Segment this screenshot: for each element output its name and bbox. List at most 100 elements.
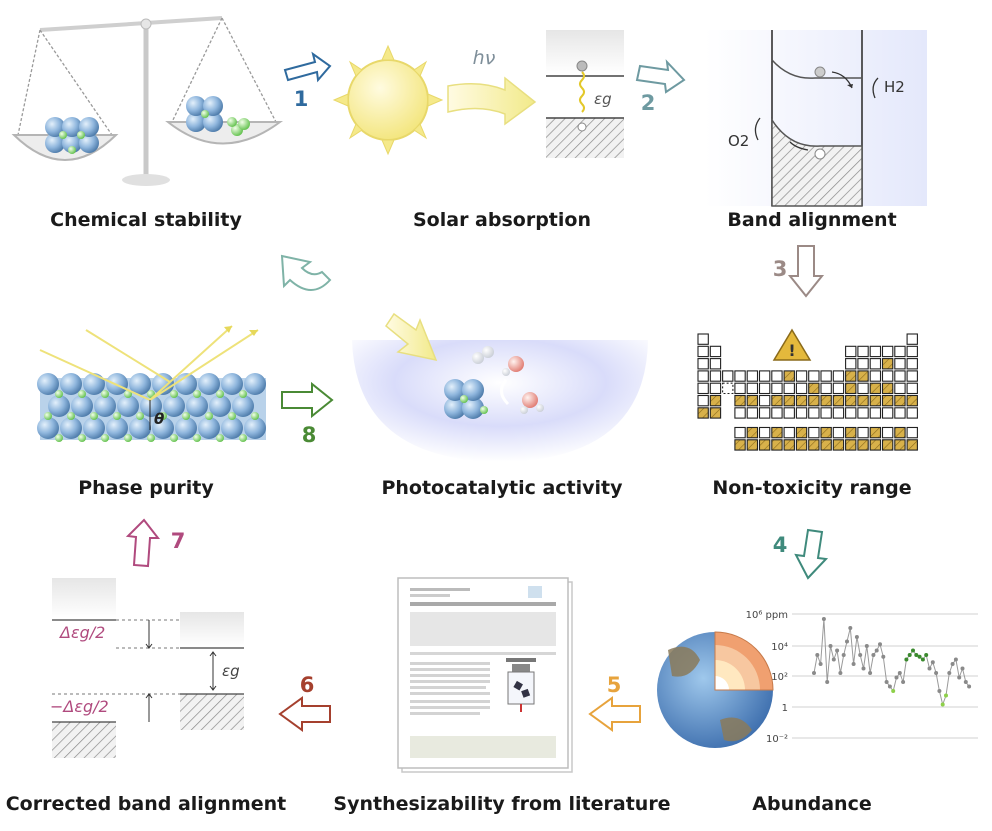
balance-scale-illustration bbox=[11, 16, 284, 186]
abundance-point bbox=[914, 653, 919, 657]
lattice-atom bbox=[163, 395, 185, 417]
element-cell bbox=[808, 426, 820, 439]
element-cell bbox=[734, 382, 746, 395]
abundance-point bbox=[920, 657, 925, 662]
element-cell bbox=[808, 407, 820, 419]
element-cell bbox=[758, 370, 771, 382]
element-cell bbox=[894, 382, 906, 395]
step3-number: 3 bbox=[773, 257, 788, 281]
element-cell bbox=[906, 394, 918, 407]
element-cell bbox=[820, 394, 832, 407]
lattice-dopant bbox=[113, 412, 121, 420]
element-cell bbox=[832, 370, 845, 382]
abundance-point bbox=[874, 648, 879, 653]
abundance-point bbox=[828, 644, 833, 648]
lattice-atom bbox=[140, 395, 162, 417]
element-cell bbox=[709, 345, 722, 358]
lattice-dopant bbox=[216, 390, 224, 398]
lattice-atom bbox=[60, 373, 82, 395]
photon-energy-label: hν bbox=[473, 47, 496, 69]
step5-number: 5 bbox=[607, 673, 622, 697]
element-cell bbox=[845, 382, 857, 395]
lattice-dopant bbox=[182, 412, 190, 420]
lattice-dopant bbox=[136, 412, 144, 420]
element-cell bbox=[857, 370, 869, 382]
lattice-dopant bbox=[170, 390, 178, 398]
element-cell bbox=[709, 382, 722, 395]
element-cell bbox=[808, 370, 820, 382]
band-gap-illustration: εg bbox=[546, 30, 624, 158]
element-cell bbox=[734, 370, 746, 382]
stage-label-photocatalytic-activity: Photocatalytic activity bbox=[381, 477, 623, 499]
lattice-atom bbox=[221, 373, 243, 395]
element-cell bbox=[697, 382, 709, 395]
element-cell bbox=[845, 358, 857, 370]
abundance-point bbox=[907, 653, 912, 657]
step7-arrow bbox=[125, 518, 161, 568]
abundance-point bbox=[812, 671, 816, 675]
lattice-dopant bbox=[78, 390, 86, 398]
element-cell bbox=[869, 439, 882, 451]
step3-arrow bbox=[787, 245, 825, 298]
abundance-point bbox=[944, 693, 948, 698]
lattice-dopant bbox=[55, 434, 63, 442]
element-cell bbox=[845, 426, 857, 439]
element-cell bbox=[881, 407, 894, 419]
abundance-point bbox=[927, 666, 932, 671]
element-cell bbox=[709, 358, 722, 370]
abundance-point bbox=[854, 635, 859, 639]
step6-arrow bbox=[278, 696, 331, 732]
abundance-point bbox=[917, 654, 922, 659]
element-cell bbox=[758, 439, 771, 451]
element-cell bbox=[857, 382, 869, 395]
element-cell bbox=[832, 426, 845, 439]
element-cell bbox=[894, 345, 906, 358]
abundance-point bbox=[957, 675, 962, 680]
abundance-point bbox=[878, 642, 882, 647]
element-cell bbox=[697, 394, 709, 407]
abundance-point bbox=[953, 657, 958, 662]
step8-arrow bbox=[281, 381, 334, 419]
stage-label-solar-absorption: Solar absorption bbox=[413, 209, 591, 231]
corrected-top-label: Δεg/2 bbox=[58, 623, 105, 642]
abundance-point bbox=[868, 671, 873, 675]
element-cell bbox=[746, 382, 759, 395]
element-cell bbox=[771, 426, 783, 439]
element-cell bbox=[894, 394, 906, 407]
earth-cutaway-globe bbox=[657, 631, 774, 748]
element-cell bbox=[869, 345, 882, 358]
element-cell bbox=[894, 407, 906, 419]
element-cell bbox=[832, 382, 845, 395]
lattice-atom bbox=[37, 373, 59, 395]
element-cell bbox=[857, 439, 869, 451]
element-cell bbox=[857, 394, 869, 407]
element-cell bbox=[758, 407, 771, 419]
lattice-atom bbox=[117, 395, 139, 417]
element-cell bbox=[857, 358, 869, 370]
theta-label: θ bbox=[154, 410, 164, 428]
element-cell bbox=[697, 370, 709, 382]
element-cell bbox=[906, 426, 918, 439]
abundance-point bbox=[884, 680, 889, 684]
lattice-atom bbox=[60, 417, 82, 439]
element-cell bbox=[722, 382, 734, 395]
abundance-point bbox=[861, 666, 866, 671]
element-cell bbox=[906, 407, 918, 419]
axis-tick-label: 10⁴ bbox=[771, 642, 788, 653]
abundance-point bbox=[851, 662, 856, 666]
lattice-atom bbox=[244, 373, 266, 395]
lattice-dopant bbox=[90, 412, 98, 420]
element-cell bbox=[808, 394, 820, 407]
lattice-dopant bbox=[78, 434, 86, 442]
step4-number: 4 bbox=[773, 533, 788, 557]
stage-label-phase-purity: Phase purity bbox=[78, 477, 214, 499]
element-cell bbox=[722, 370, 734, 382]
element-cell bbox=[783, 394, 795, 407]
axis-tick-label: 10⁻² bbox=[766, 734, 788, 745]
element-cell bbox=[906, 358, 918, 370]
abundance-point bbox=[871, 653, 876, 657]
element-cell bbox=[894, 426, 906, 439]
abundance-point bbox=[838, 671, 843, 675]
abundance-point bbox=[881, 654, 886, 659]
element-cell bbox=[881, 382, 894, 395]
